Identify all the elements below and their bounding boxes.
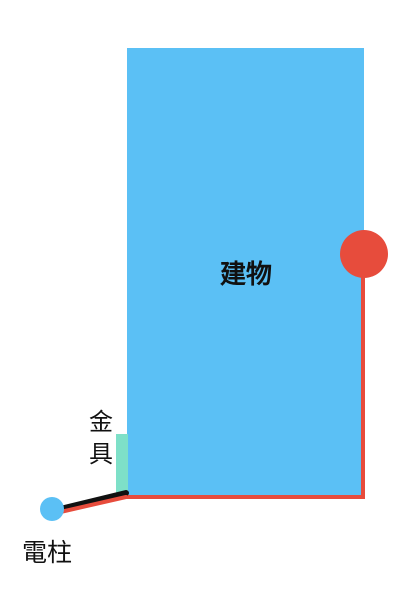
red-drop-wire [54,495,128,515]
red-wire-along-building [126,254,365,499]
building-block [127,48,364,499]
utility-pole-marker [40,497,64,521]
red-endpoint-marker [340,230,388,278]
utility-pole-label: 電柱 [22,538,73,567]
bracket-label: 金 具 [86,406,116,470]
building-label: 建物 [219,260,272,290]
bracket-label-line-2: 具 [89,440,113,468]
bracket-label-line-1: 金 [89,408,113,436]
black-drop-wire [53,490,129,513]
mounting-bracket [116,434,128,494]
